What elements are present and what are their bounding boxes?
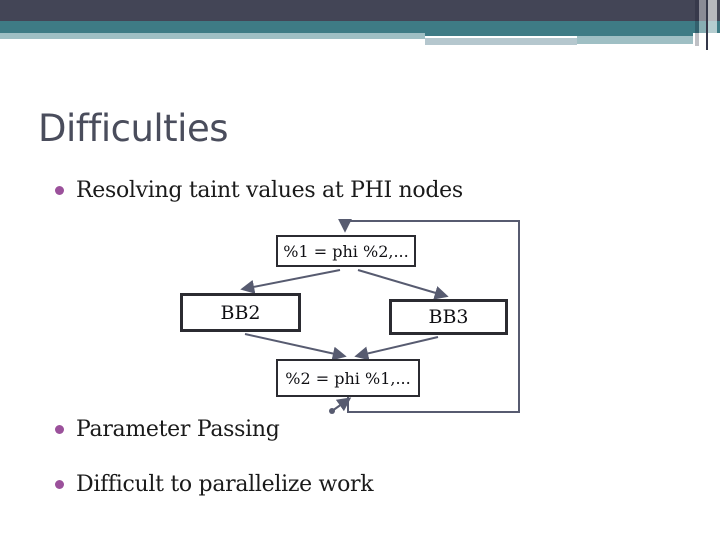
node-bb2: BB2: [180, 293, 301, 332]
bullet-dot: [55, 425, 64, 434]
bullet-dot: [55, 186, 64, 195]
node-phi-bottom: %2 = phi %1,...: [276, 359, 420, 397]
bullet-item-2: Parameter Passing: [55, 416, 280, 444]
node-bb3: BB3: [389, 299, 508, 335]
edge-entry-phi2: [331, 397, 352, 412]
node-label: BB3: [428, 306, 469, 328]
decoration-bar-dark: [0, 0, 720, 21]
slide-title: Difficulties: [38, 107, 229, 150]
decoration-bar-light-left: [0, 33, 425, 39]
decoration-bar-light-right: [577, 36, 693, 44]
bullet-text: Resolving taint values at PHI nodes: [76, 178, 463, 203]
bullet-item-1: Resolving taint values at PHI nodes: [55, 177, 463, 205]
node-label: BB2: [220, 301, 261, 324]
decoration-stripe: [708, 0, 717, 50]
bullet-text: Parameter Passing: [76, 417, 280, 442]
node-label: %2 = phi %1,...: [285, 368, 411, 388]
edge-bb3-to-phi2: [354, 336, 439, 361]
bullet-text: Difficult to parallelize work: [76, 472, 374, 497]
edge-phi1-to-bb3: [357, 269, 449, 300]
decoration-stripe: [699, 0, 706, 46]
node-phi-top: %1 = phi %2,...: [276, 235, 416, 267]
edge-phi1-to-bb2: [240, 269, 341, 294]
decoration-bar-teal: [0, 21, 720, 33]
decoration-bar-pale: [425, 38, 577, 45]
decoration-stripe: [695, 0, 699, 46]
decoration-stripe: [706, 0, 708, 50]
edge-loop-back: [338, 218, 520, 413]
edge-bb2-to-phi2: [244, 333, 347, 361]
node-label: %1 = phi %2,...: [283, 241, 409, 261]
edge-entry-origin-dot: [329, 408, 335, 414]
bullet-dot: [55, 480, 64, 489]
decoration-bar-teal-extension: [425, 33, 693, 36]
bullet-item-3: Difficult to parallelize work: [55, 471, 374, 499]
